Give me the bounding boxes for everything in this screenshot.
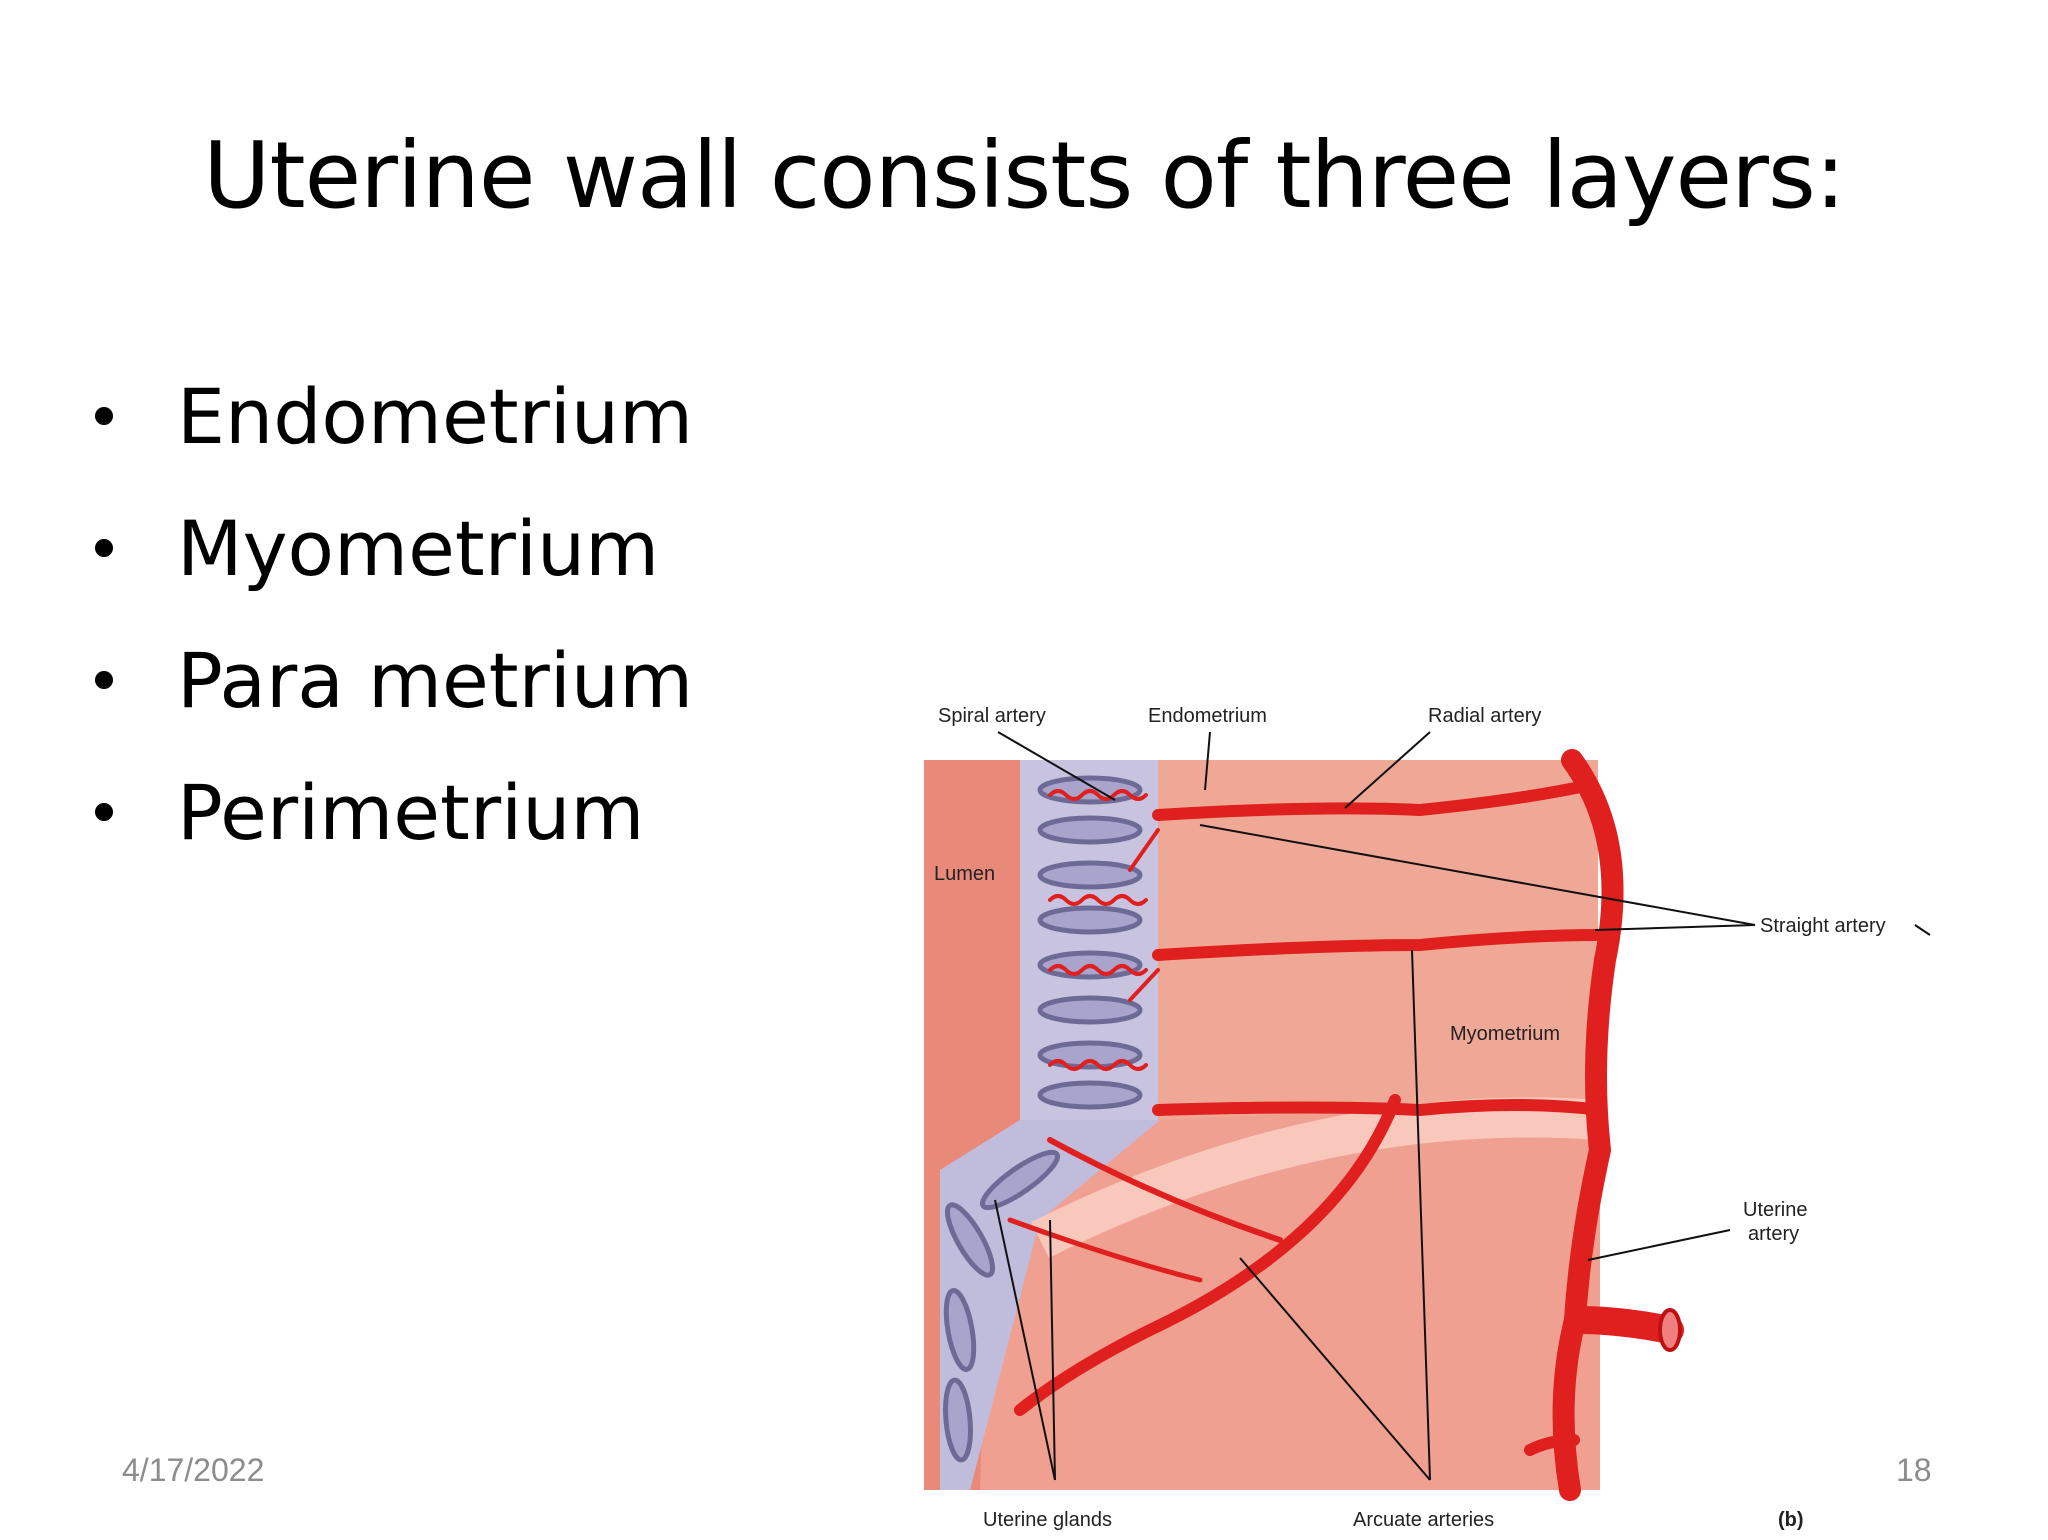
bullet-item: Perimetrium xyxy=(85,746,693,878)
label-uterine-glands: Uterine glands xyxy=(983,1509,1112,1531)
arcuate-artery xyxy=(1047,1137,1283,1243)
bullet-dot-icon xyxy=(95,539,113,557)
radial-artery xyxy=(1152,929,1606,961)
label-lumen: Lumen xyxy=(934,863,995,885)
gland xyxy=(1037,1040,1143,1070)
bullet-dot-icon xyxy=(95,407,113,425)
gland xyxy=(944,1202,996,1278)
straight-artery xyxy=(1128,968,1160,1002)
gland xyxy=(1037,860,1143,890)
label-myometrium: Myometrium xyxy=(1450,1023,1560,1045)
label-radial-artery: Radial artery xyxy=(1428,705,1541,727)
page-number: 18 xyxy=(1896,1452,1932,1488)
gland xyxy=(943,1288,977,1372)
gland xyxy=(1037,1080,1143,1110)
bullet-list: Endometrium Myometrium Para metrium Peri… xyxy=(85,350,693,878)
gland xyxy=(943,1377,973,1463)
label-uterine-artery: Uterine xyxy=(1743,1199,1807,1221)
label-uterine-artery: artery xyxy=(1748,1223,1799,1245)
gland xyxy=(980,1149,1060,1211)
bullet-text: Myometrium xyxy=(177,503,660,593)
radial-artery xyxy=(1152,1099,1606,1117)
spiral-artery xyxy=(1048,894,1148,906)
bullet-dot-icon xyxy=(95,671,113,689)
bullet-item: Endometrium xyxy=(85,350,693,482)
gland xyxy=(1037,995,1143,1025)
bullet-text: Endometrium xyxy=(177,371,694,461)
footer-date: 4/17/2022 xyxy=(122,1452,265,1488)
leader-lines xyxy=(994,731,1931,1481)
arcuate-artery xyxy=(1007,1217,1203,1283)
arcuate-artery xyxy=(1014,1094,1401,1416)
label-endometrium: Endometrium xyxy=(1148,705,1267,727)
artery-network xyxy=(1007,749,1684,1501)
uterine-artery-branch xyxy=(1524,1434,1580,1456)
uterine-artery xyxy=(1552,749,1624,1501)
spiral-artery xyxy=(1048,1059,1148,1071)
label-panel-b: (b) xyxy=(1778,1509,1804,1531)
radial-artery xyxy=(1152,779,1596,821)
gland xyxy=(1037,815,1143,845)
label-straight-artery: Straight artery xyxy=(1760,915,1886,937)
spiral-artery xyxy=(1048,964,1148,976)
bullet-text: Para metrium xyxy=(177,635,694,725)
artery-cross-section xyxy=(1658,1308,1682,1352)
bullet-item: Myometrium xyxy=(85,482,693,614)
spiral-artery xyxy=(1048,789,1148,801)
bullet-item: Para metrium xyxy=(85,614,693,746)
uterine-wall-illustration: Spiral artery Endometrium Radial artery … xyxy=(924,705,1931,1531)
endometrium-cut-section xyxy=(940,1120,1160,1490)
curved-band xyxy=(1031,1097,1602,1258)
bullet-dot-icon xyxy=(95,803,113,821)
uterine-artery-branch xyxy=(1564,1306,1684,1344)
straight-artery xyxy=(1128,828,1160,872)
gland xyxy=(1037,905,1143,935)
slide-title: Uterine wall consists of three layers: xyxy=(203,122,1846,229)
bullet-text: Perimetrium xyxy=(177,767,645,857)
label-arcuate-arteries: Arcuate arteries xyxy=(1353,1509,1494,1531)
label-spiral-artery: Spiral artery xyxy=(938,705,1046,727)
